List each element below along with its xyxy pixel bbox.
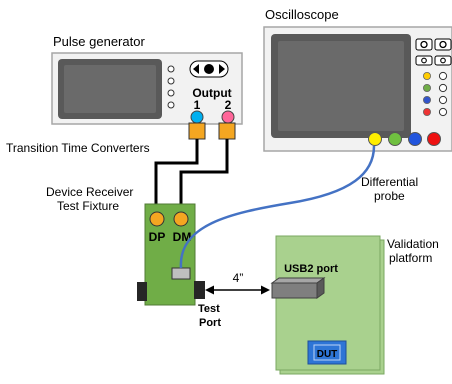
- test-port-label-line1: Test: [198, 303, 220, 315]
- device-receiver-test-fixture: DP DM: [137, 203, 205, 306]
- dm-label: DM: [173, 230, 192, 244]
- fixture-test-port-connector: [194, 281, 205, 299]
- dp-connector: [149, 211, 165, 227]
- channel-1-connector-icon: [368, 132, 382, 146]
- validation-platform-label-line2: platform: [389, 251, 432, 265]
- dut-label: DUT: [317, 349, 338, 360]
- output-label: Output: [192, 86, 231, 100]
- transition-time-converter-1: [188, 122, 206, 140]
- usb2-port: [271, 282, 318, 299]
- transition-time-converter-2: [218, 122, 236, 140]
- differential-probe-label-line2: probe: [374, 189, 405, 203]
- oscilloscope-buttons: [415, 38, 452, 117]
- cable-dp: [154, 139, 199, 211]
- channel-4-indicator-icon: [422, 108, 431, 117]
- fixture-label-line2: Test Fixture: [57, 199, 119, 213]
- output-2-connector: [221, 110, 235, 124]
- dm-connector: [173, 211, 189, 227]
- fixture-probe-point: [171, 267, 191, 280]
- channel-3-connector-icon: [408, 132, 422, 146]
- dp-label: DP: [149, 230, 166, 244]
- differential-probe-label-line1: Differential: [361, 175, 418, 189]
- oscilloscope-label: Oscilloscope: [265, 7, 339, 22]
- channel-4-connector-icon: [427, 132, 441, 146]
- fixture-left-connector: [137, 282, 147, 301]
- channel-1-indicator-icon: [422, 72, 431, 81]
- distance-arrow: [205, 285, 270, 295]
- differential-probe-cable: [179, 145, 376, 269]
- channel-3-indicator-icon: [422, 96, 431, 105]
- usb2-port-label: USB2 port: [284, 263, 338, 275]
- transition-time-converters-label: Transition Time Converters: [6, 141, 150, 155]
- test-port-label-line2: Port: [199, 317, 221, 329]
- cable-dm: [179, 139, 229, 211]
- distance-label: 4”: [233, 271, 244, 285]
- output-2-label: 2: [225, 98, 232, 112]
- validation-platform-label-line1: Validation: [387, 237, 439, 251]
- channel-2-indicator-icon: [422, 84, 431, 93]
- output-1-connector: [190, 110, 204, 124]
- channel-2-connector-icon: [388, 132, 402, 146]
- oscilloscope: [263, 26, 452, 152]
- pulse-generator: Output 1 2: [51, 52, 243, 125]
- pulse-generator-label: Pulse generator: [53, 34, 145, 49]
- output-1-label: 1: [194, 98, 201, 112]
- fixture-label-line1: Device Receiver: [46, 185, 133, 199]
- validation-platform: USB2 port DUT: [270, 235, 385, 375]
- dial-knob-icon: [189, 60, 229, 78]
